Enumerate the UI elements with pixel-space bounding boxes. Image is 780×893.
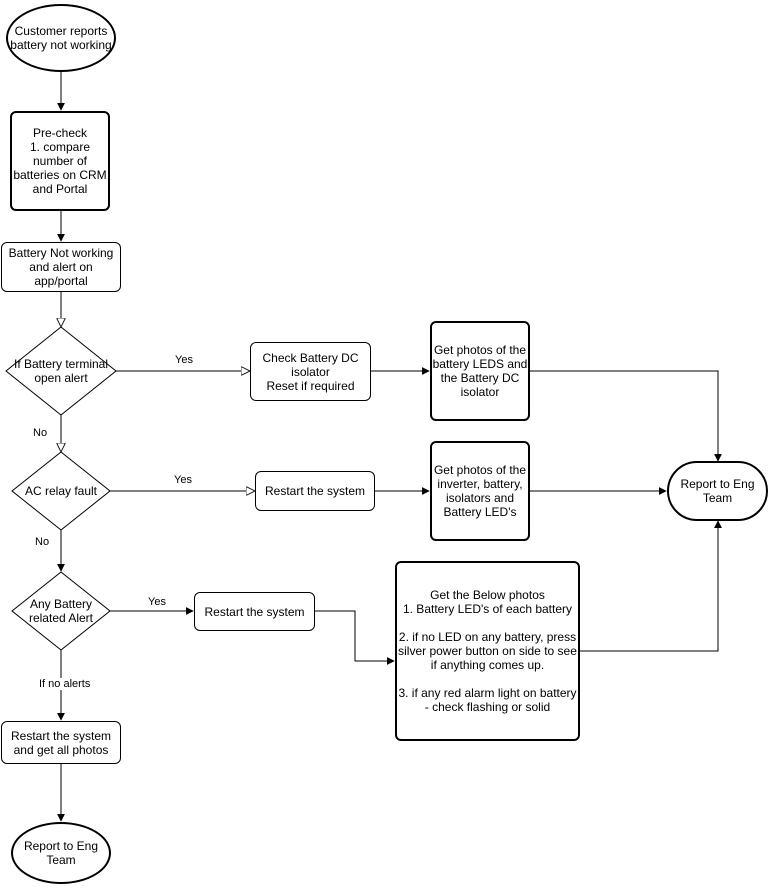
edge-label-no-ac: No — [33, 536, 52, 548]
photos-inverter-node: Get photos of the inverter, battery, iso… — [430, 441, 530, 541]
start-node: Customer reports battery not working — [6, 4, 116, 72]
check-isolator-node: Check Battery DC isolator Reset if requi… — [250, 342, 371, 401]
report-eng-team-node-right: Report to Eng Team — [667, 461, 768, 521]
photos-below-node: Get the Below photos 1. Battery LED's of… — [395, 561, 580, 741]
edge-label-no-terminal: No — [31, 427, 50, 439]
restart-system-node-2: Restart the system — [194, 592, 315, 631]
edge-restart-to-photos-below — [315, 610, 395, 665]
edge-label-yes-alert: Yes — [146, 596, 168, 608]
photos-leds-isolator-node: Get photos of the battery LEDS and the B… — [430, 321, 530, 421]
restart-all-photos-node: Restart the system and get all photos — [1, 721, 121, 764]
alert-decision-label: Any Battery related Alert — [28, 597, 94, 625]
not-working-node: Battery Not working and alert on app/por… — [1, 242, 121, 292]
edge-photos-to-report — [530, 370, 722, 462]
precheck-node: Pre-check 1. compare number of batteries… — [10, 111, 110, 211]
edge-label-yes-ac: Yes — [172, 474, 194, 486]
ac-decision-label: AC relay fault — [24, 484, 98, 498]
restart-system-node-1: Restart the system — [255, 471, 375, 511]
edge-label-yes-terminal: Yes — [173, 354, 195, 366]
edge-label-no-alerts: If no alerts — [37, 678, 93, 690]
edge-photos-below-to-report — [580, 520, 722, 652]
report-eng-team-node-bottom: Report to Eng Team — [11, 822, 111, 884]
terminal-decision-label: If Battery terminal open alert — [13, 357, 109, 385]
